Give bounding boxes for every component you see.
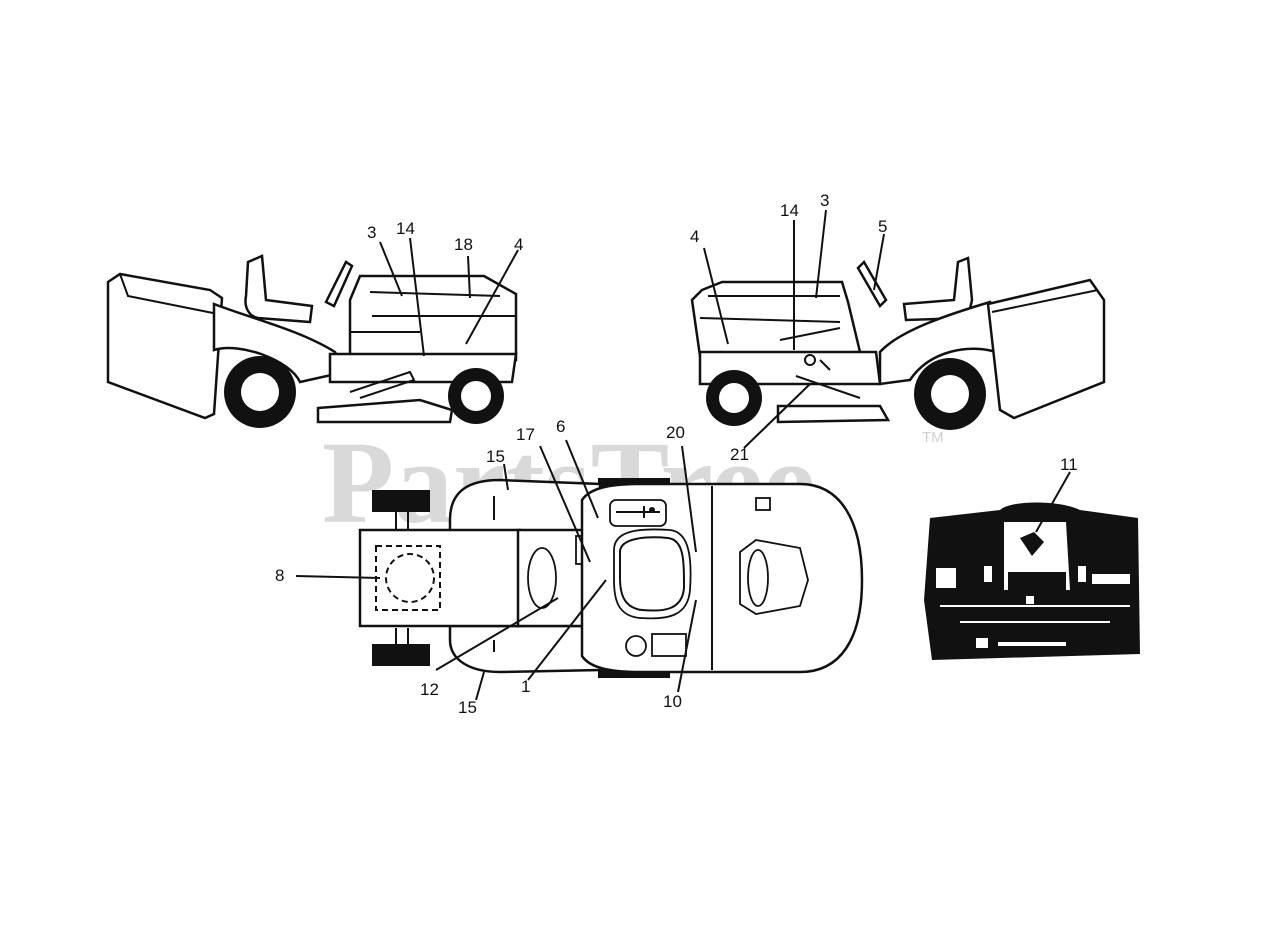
right-side-view: 4 14 3 5 21 xyxy=(690,191,1106,464)
watermark-trademark: TM xyxy=(922,429,944,446)
callout-label: 4 xyxy=(514,235,523,254)
callout-label: 17 xyxy=(516,425,535,444)
callout-label: 20 xyxy=(666,423,685,442)
callout-label: 21 xyxy=(730,445,749,464)
callout-label: 3 xyxy=(367,223,376,242)
grass-bag xyxy=(106,272,224,420)
left-side-view: 3 14 18 4 xyxy=(106,219,523,428)
callout-label: 15 xyxy=(486,447,505,466)
callout-label: 6 xyxy=(556,417,565,436)
hood xyxy=(348,274,518,362)
mower-deck xyxy=(448,624,602,674)
callout-label: 11 xyxy=(1060,455,1078,474)
hood xyxy=(690,280,862,358)
callout-label: 3 xyxy=(820,191,829,210)
top-view: 15 17 6 20 8 12 1 15 10 xyxy=(275,417,864,717)
seat xyxy=(244,254,314,324)
callout-label: 5 xyxy=(878,217,887,236)
control-panel-view: 11 xyxy=(924,455,1140,660)
mower-deck xyxy=(316,398,454,424)
callout-label: 10 xyxy=(663,692,682,711)
grass-bag xyxy=(986,278,1106,420)
mower-deck xyxy=(448,478,602,534)
rear-wheel xyxy=(372,490,430,512)
callout-label: 18 xyxy=(454,235,473,254)
callout-label: 12 xyxy=(420,680,439,699)
steering-wheel xyxy=(324,260,354,308)
callout-label: 14 xyxy=(396,219,415,238)
rear-wheel xyxy=(372,644,430,666)
seat xyxy=(613,528,692,620)
callout-label: 14 xyxy=(780,201,799,220)
callout-label: 15 xyxy=(458,698,477,717)
mower-deck xyxy=(776,404,891,424)
callout-label: 8 xyxy=(275,566,284,585)
steering-wheel xyxy=(856,259,888,309)
callout-label: 4 xyxy=(690,227,699,246)
callout-label: 1 xyxy=(521,677,530,696)
